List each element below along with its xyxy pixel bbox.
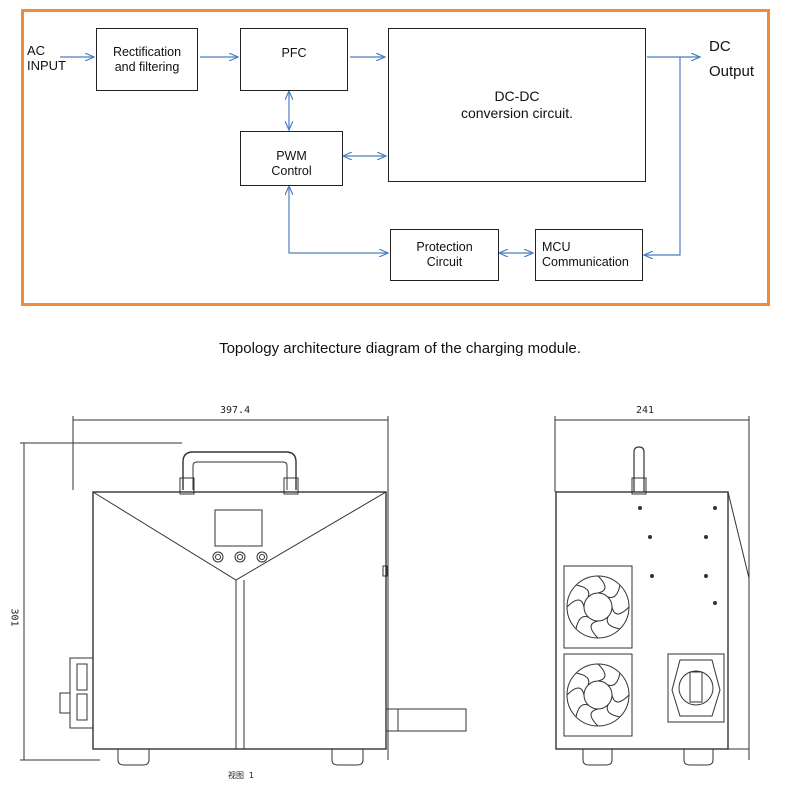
ac-input-label: AC INPUT xyxy=(27,43,66,73)
topology-frame xyxy=(21,9,770,306)
pfc-block: PFC xyxy=(240,28,348,91)
arrow-output-to-mcu xyxy=(644,57,681,255)
side-port xyxy=(667,653,725,723)
front-button xyxy=(234,551,246,563)
front-body xyxy=(92,491,387,750)
diagram-caption: Topology architecture diagram of the cha… xyxy=(219,340,581,357)
fan-upper xyxy=(563,565,633,649)
rectification-block: Rectification and filtering xyxy=(96,28,198,91)
front-height-dimension: 301 xyxy=(8,608,20,627)
pwm-control-block: PWM Control xyxy=(240,131,343,186)
dc-output-label: DC Output xyxy=(709,38,755,80)
handle xyxy=(182,451,297,490)
side-body xyxy=(555,491,729,750)
front-width-dimension: 397.4 xyxy=(220,405,251,416)
front-button xyxy=(256,551,268,563)
arrow-pwm-protection xyxy=(289,187,388,253)
topology-connectors xyxy=(60,0,800,330)
mcu-block: MCU Communication xyxy=(535,229,643,281)
fan-lower xyxy=(563,653,633,737)
view-label: 视图 1 xyxy=(228,771,254,780)
dcdc-block: DC-DC conversion circuit. xyxy=(388,28,646,182)
protection-block: Protection Circuit xyxy=(390,229,499,281)
display-window xyxy=(214,509,263,547)
front-button xyxy=(212,551,224,563)
side-width-dimension: 241 xyxy=(636,405,655,416)
